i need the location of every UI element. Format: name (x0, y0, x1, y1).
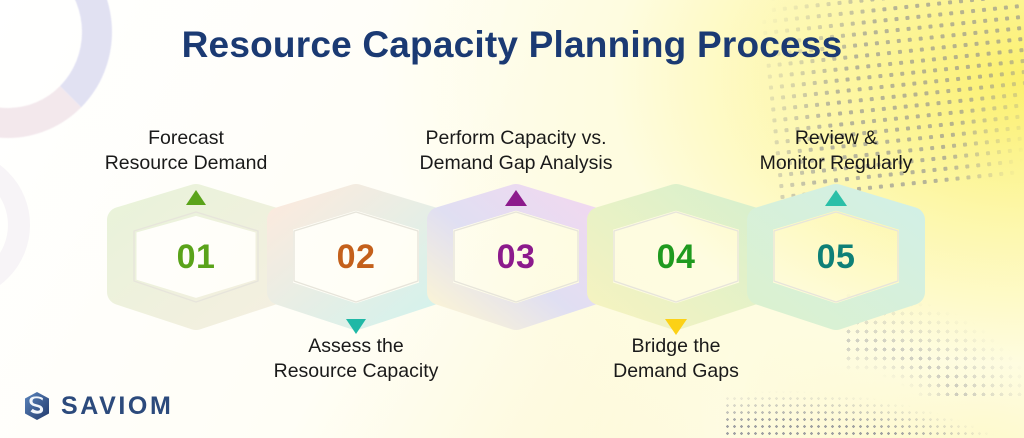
step-number-02: 02 (336, 238, 376, 276)
step-number-05: 05 (816, 238, 856, 276)
triangle-up-icon-step-05 (825, 190, 847, 206)
triangle-down-icon-step-04 (665, 319, 687, 335)
saviom-hexagon-s-logo-icon (25, 392, 49, 420)
step-label-01: Forecast Resource Demand (104, 127, 268, 174)
triangle-down-icon-step-02 (346, 319, 366, 334)
step-number-03: 03 (496, 238, 536, 276)
step-label-05: Review & Monitor Regularly (759, 127, 913, 174)
step-label-04: Bridge the Demand Gaps (613, 335, 739, 382)
step-label-03: Perform Capacity vs. Demand Gap Analysis (419, 127, 613, 174)
triangle-up-icon-step-03 (505, 190, 527, 206)
brand-name: SAVIOM (61, 391, 174, 420)
triangle-up-icon-step-01 (186, 190, 206, 205)
step-number-04: 04 (656, 238, 696, 276)
page-title: Resource Capacity Planning Process (181, 24, 843, 65)
hexagon-step-05[interactable] (747, 184, 925, 330)
step-number-01: 01 (176, 238, 216, 276)
brand-logo[interactable]: SAVIOM (22, 391, 173, 421)
step-label-02: Assess the Resource Capacity (273, 335, 439, 382)
